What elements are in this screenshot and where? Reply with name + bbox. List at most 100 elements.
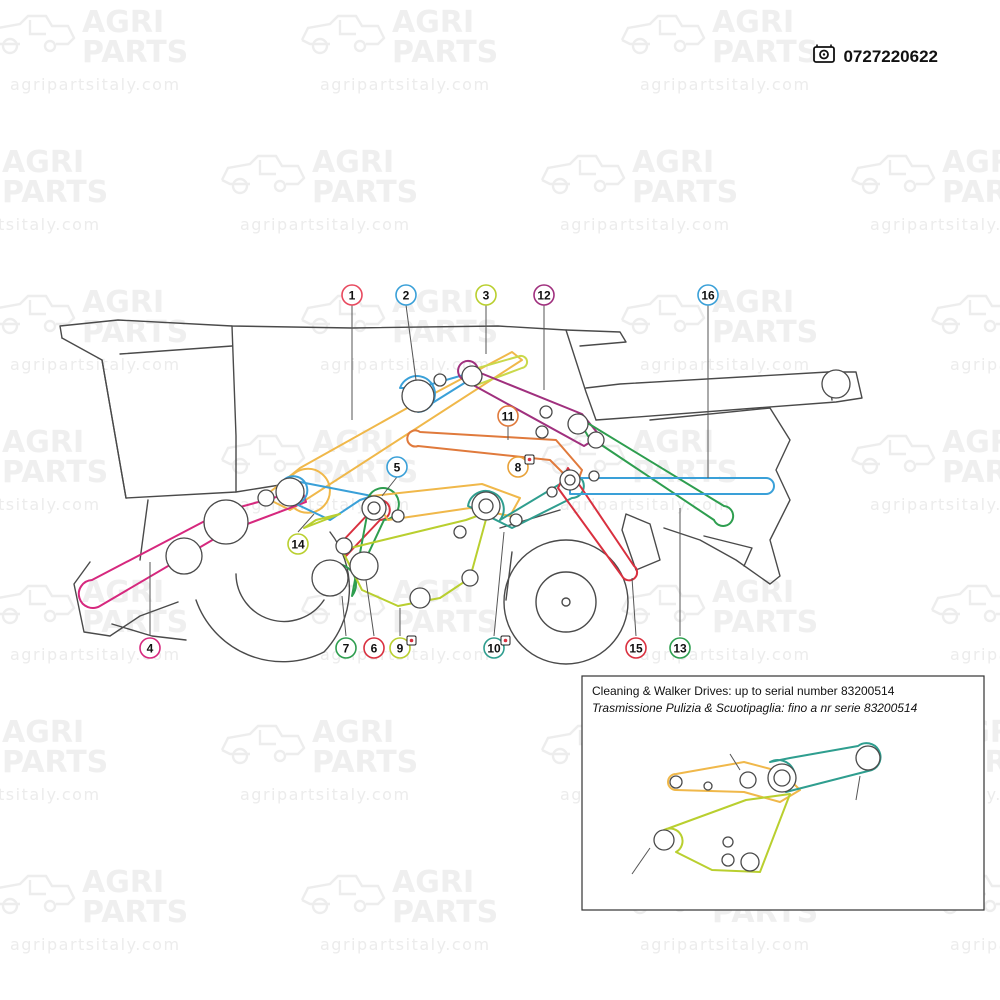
callout-number: 12 xyxy=(537,289,551,303)
watermark-line2: PARTS xyxy=(712,35,818,70)
callout-1: 1 xyxy=(341,284,363,306)
watermark-line1: AGRI xyxy=(712,5,794,40)
callout-number: 11 xyxy=(502,410,515,424)
watermark-url: agripartsitaly.com xyxy=(320,935,491,954)
callout-number: 9 xyxy=(397,642,404,656)
callout-ring xyxy=(389,637,411,659)
watermark-url: agripartsitaly.com xyxy=(10,355,181,374)
combine-harvester-icon xyxy=(0,874,76,915)
watermark-url: agripartsitaly.com xyxy=(320,355,491,374)
combine-harvester-icon xyxy=(850,154,936,195)
callout-number: 3 xyxy=(483,289,490,303)
callout-ring xyxy=(287,533,309,555)
callout-number: 10 xyxy=(487,642,501,656)
watermark-url: agripartsitaly.com xyxy=(640,355,811,374)
watermark-line1: AGRI xyxy=(392,865,474,900)
callout-3: 3 xyxy=(475,284,497,306)
callout-ring xyxy=(395,284,417,306)
callout-12: 12 xyxy=(533,284,555,306)
combine-outline xyxy=(59,319,863,665)
inset-title: Cleaning & Walker Drives: up to serial n… xyxy=(592,684,895,698)
watermark-url: agripartsitaly.com xyxy=(640,645,811,664)
callout-7: 7 xyxy=(335,637,357,659)
watermark-line2: PARTS xyxy=(312,745,418,780)
combine-harvester-icon xyxy=(300,874,386,915)
inset-subtitle: Trasmissione Pulizia & Scuotipaglia: fin… xyxy=(592,701,918,715)
callout-ring xyxy=(497,405,519,427)
watermark-line2: PARTS xyxy=(82,895,188,930)
watermark-url: agripartsitaly.com xyxy=(870,215,1000,234)
watermark-line1: AGRI xyxy=(312,715,394,750)
watermark-url: agripartsitaly.com xyxy=(560,495,731,514)
callout-ring xyxy=(697,284,719,306)
belt-15 xyxy=(557,467,639,582)
watermark-line1: AGRI xyxy=(632,425,714,460)
belt-1b xyxy=(289,467,331,514)
callout-5: 5 xyxy=(386,456,408,478)
combine-harvester-icon xyxy=(0,584,76,625)
callout-ring xyxy=(507,456,529,478)
callout-15: 15 xyxy=(625,637,647,659)
callout-11: 11 xyxy=(497,405,519,427)
watermark-url: agripartsitaly.com xyxy=(950,645,1000,664)
callout-6: 6 xyxy=(363,637,385,659)
callout-ring xyxy=(335,637,357,659)
belt-14 xyxy=(303,513,341,529)
watermark-url: agripartsitaly.com xyxy=(320,75,491,94)
callout-ring xyxy=(341,284,363,306)
belt-11 xyxy=(406,429,583,487)
combine-harvester-icon xyxy=(850,434,936,475)
combine-harvester-icon xyxy=(540,434,626,475)
watermark-line1: AGRI xyxy=(2,145,84,180)
combine-harvester-icon xyxy=(220,154,306,195)
belt-tag-icon xyxy=(406,635,417,646)
callout-number: 2 xyxy=(403,289,410,303)
watermark-line2: PARTS xyxy=(82,35,188,70)
watermark-line1: AGRI xyxy=(632,145,714,180)
watermark-line2: PARTS xyxy=(942,455,1000,490)
watermark-url: agripartsitaly.com xyxy=(560,215,731,234)
watermark-line2: PARTS xyxy=(632,175,738,210)
combine-harvester-icon xyxy=(930,294,1000,335)
callout-ring xyxy=(363,637,385,659)
inset-belt-9 xyxy=(663,793,791,873)
inset-caption: Cleaning & Walker Drives: up to serial n… xyxy=(592,684,972,715)
combine-harvester-icon xyxy=(0,294,76,335)
callout-number: 7 xyxy=(343,642,350,656)
belt-8 xyxy=(371,483,521,521)
watermark-url: agripartsitaly.com xyxy=(950,935,1000,954)
callout-ring xyxy=(533,284,555,306)
watermark-line2: PARTS xyxy=(712,605,818,640)
watermark-line1: AGRI xyxy=(82,285,164,320)
watermark-line1: AGRI xyxy=(82,5,164,40)
combine-harvester-icon xyxy=(220,434,306,475)
callout-8: 8 xyxy=(507,454,535,478)
watermark-line1: AGRI xyxy=(942,145,1000,180)
belt-tag-icon xyxy=(500,635,511,646)
combine-harvester-icon xyxy=(540,154,626,195)
watermark-layer: AGRIPARTSagripartsitaly.comAGRIPARTSagri… xyxy=(0,5,1000,954)
watermark-line2: PARTS xyxy=(392,895,498,930)
combine-harvester-icon xyxy=(620,294,706,335)
callout-number: 8 xyxy=(515,461,522,475)
callout-9: 9 xyxy=(389,635,417,659)
watermark-line2: PARTS xyxy=(392,35,498,70)
watermark-url: agripartsitaly.com xyxy=(10,75,181,94)
watermark-line1: AGRI xyxy=(82,865,164,900)
watermark-line2: PARTS xyxy=(2,745,108,780)
callout-ring xyxy=(386,456,408,478)
watermark-line2: PARTS xyxy=(2,175,108,210)
